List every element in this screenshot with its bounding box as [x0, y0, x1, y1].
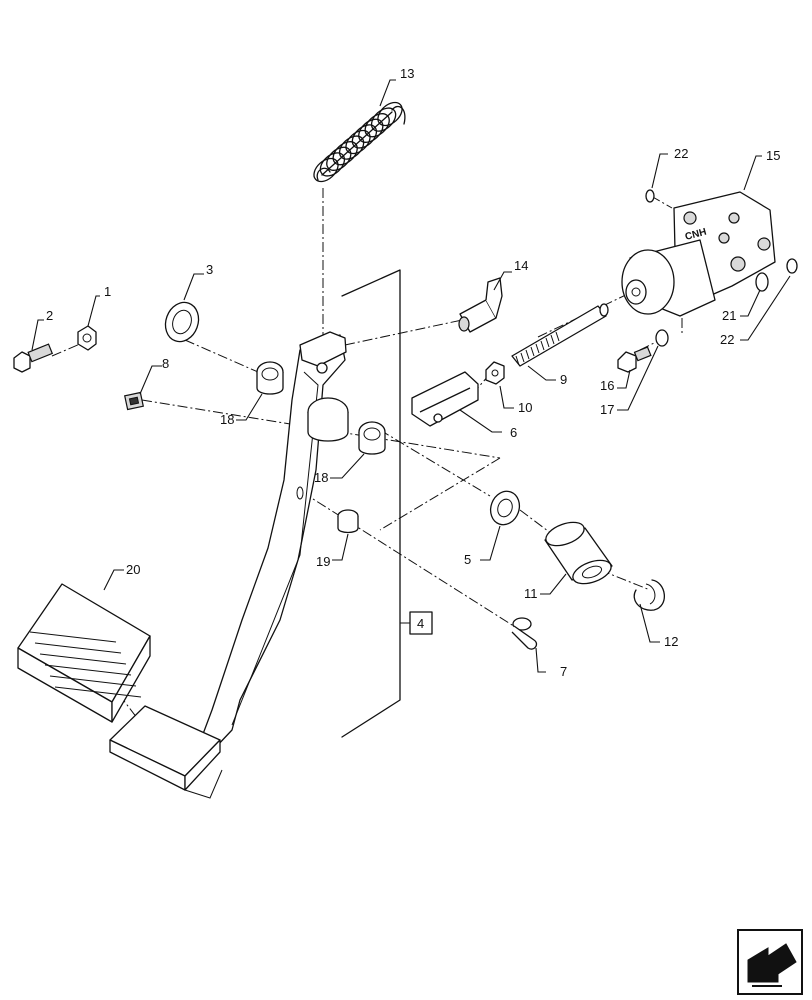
callout-5: 5: [464, 552, 471, 567]
callout-7: 7: [560, 664, 567, 679]
o-ring-22-lower: [786, 258, 798, 274]
jam-nut-10: [485, 361, 505, 385]
washer-17: [655, 329, 669, 347]
sleeve-11: [544, 521, 613, 585]
washer-3: [164, 301, 200, 343]
clip-8: [124, 391, 144, 411]
o-ring-22-upper: [645, 189, 655, 203]
valve-marking: CNH: [684, 227, 708, 243]
washer-5: [489, 490, 521, 526]
pin-7: [511, 617, 538, 650]
callout-6: 6: [510, 425, 517, 440]
bushing-18-lower: [358, 421, 386, 455]
bushing-19: [337, 509, 359, 534]
callout-17: 17: [600, 402, 614, 417]
nut: [77, 325, 97, 351]
callout-3: 3: [206, 262, 213, 277]
callout-10: 10: [518, 400, 532, 415]
pedal-arm: [199, 331, 349, 749]
callout-12: 12: [664, 634, 678, 649]
bolt: [13, 343, 54, 373]
return-spring: [313, 101, 406, 183]
callout-19: 19: [316, 554, 330, 569]
callout-11: 11: [524, 586, 538, 601]
push-rod-9: [511, 303, 609, 367]
leaders: [31, 79, 791, 673]
callout-15: 15: [766, 148, 780, 163]
callout-2: 2: [46, 308, 53, 323]
bolt-16: [617, 346, 652, 373]
callout-labels: 1 2 3 4 5 6 7 8 9 10 11 12 13 14 15 16 1…: [46, 66, 780, 679]
e-clip-12: [633, 579, 665, 611]
callout-14: 14: [514, 258, 528, 273]
callout-20: 20: [126, 562, 140, 577]
assembly-lines: [51, 188, 683, 749]
callout-16: 16: [600, 378, 614, 393]
callout-4: 4: [417, 616, 424, 631]
o-ring-21: [755, 272, 769, 292]
callout-1: 1: [104, 284, 111, 299]
bushing-18-upper: [256, 361, 284, 395]
assembly-bracket: [341, 269, 433, 738]
callout-9: 9: [560, 372, 567, 387]
callout-18-upper: 18: [220, 412, 234, 427]
callout-18-lower: 18: [314, 470, 328, 485]
next-page-arrow-icon[interactable]: [737, 929, 803, 995]
clevis-6: [411, 371, 479, 427]
callout-13: 13: [400, 66, 414, 81]
pedal-plate: [109, 705, 223, 799]
switch-14: [458, 277, 503, 333]
callout-22-upper: 22: [674, 146, 688, 161]
pedal-pad: [17, 583, 151, 723]
callout-8: 8: [162, 356, 169, 371]
brake-valve-15: CNH: [621, 191, 776, 317]
callout-21: 21: [722, 308, 736, 323]
callout-22-lower: 22: [720, 332, 734, 347]
